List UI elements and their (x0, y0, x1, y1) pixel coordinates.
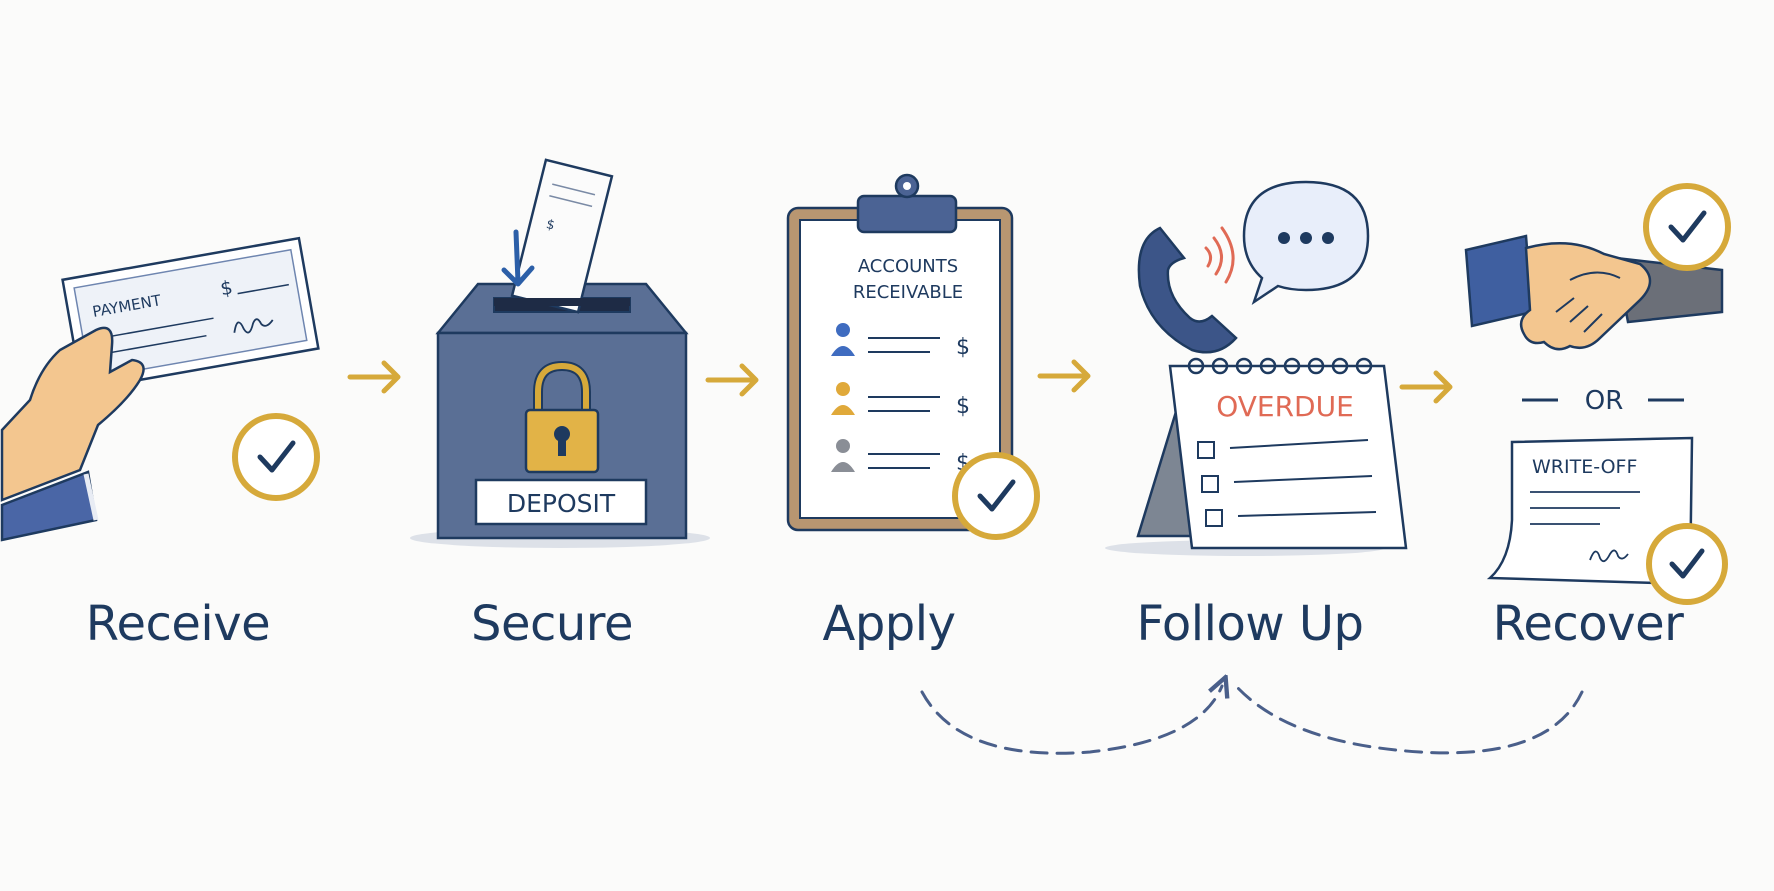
row-dollar-sign: $ (956, 335, 970, 360)
signature-icon (233, 318, 274, 334)
deposit-box-icon: $ DEPOSIT (410, 158, 710, 548)
overdue-label: OVERDUE (1216, 390, 1354, 423)
calendar-rings (1187, 357, 1373, 375)
ringing-waves-icon (1204, 226, 1235, 284)
stage-label-recover: Recover (1492, 596, 1684, 652)
row-dollar-sign: $ (956, 394, 970, 419)
apply-check-badge-icon (952, 452, 1040, 540)
hand-icon (0, 326, 145, 542)
overdue-calendar-icon: OVERDUE (1105, 357, 1408, 556)
write-off-check-badge-icon (1646, 523, 1728, 605)
check-dollar-sign: $ (219, 277, 235, 301)
stage-label-apply: Apply (822, 596, 956, 652)
flow-arrow-icon (1037, 359, 1091, 393)
handshake-check-badge-icon (1643, 183, 1731, 271)
stage-label-follow-up: Follow Up (1136, 596, 1364, 652)
write-off-document-icon: WRITE-OFF (1486, 436, 1694, 586)
deposit-label: DEPOSIT (507, 489, 616, 518)
speech-bubble-icon (1242, 180, 1370, 306)
slip-dollar-sign: $ (545, 217, 557, 234)
ar-row-1: $ (831, 323, 970, 360)
or-label: OR (1585, 386, 1624, 416)
feedback-loop-arrows (920, 686, 1584, 755)
padlock-icon (524, 360, 600, 474)
stage-label-secure: Secure (470, 596, 634, 652)
deposit-slip-icon: $ (510, 158, 614, 314)
receive-check-badge-icon (232, 413, 320, 501)
insert-arrow-icon (501, 229, 535, 287)
ar-row-2: $ (831, 382, 970, 419)
flow-arrow-icon (347, 360, 401, 394)
handshake-icon (1464, 234, 1724, 351)
stage-label-receive: Receive (85, 596, 271, 652)
clipboard-title-line2: RECEIVABLE (853, 282, 963, 303)
write-off-label: WRITE-OFF (1532, 456, 1637, 478)
or-divider: OR (1522, 386, 1684, 416)
payment-check-icon: PAYMENT $ (0, 236, 320, 542)
flow-arrow-icon (705, 363, 759, 397)
flow-arrow-icon (1399, 370, 1453, 404)
phone-icon (1137, 226, 1238, 354)
clipboard-title-line1: ACCOUNTS (858, 256, 958, 277)
